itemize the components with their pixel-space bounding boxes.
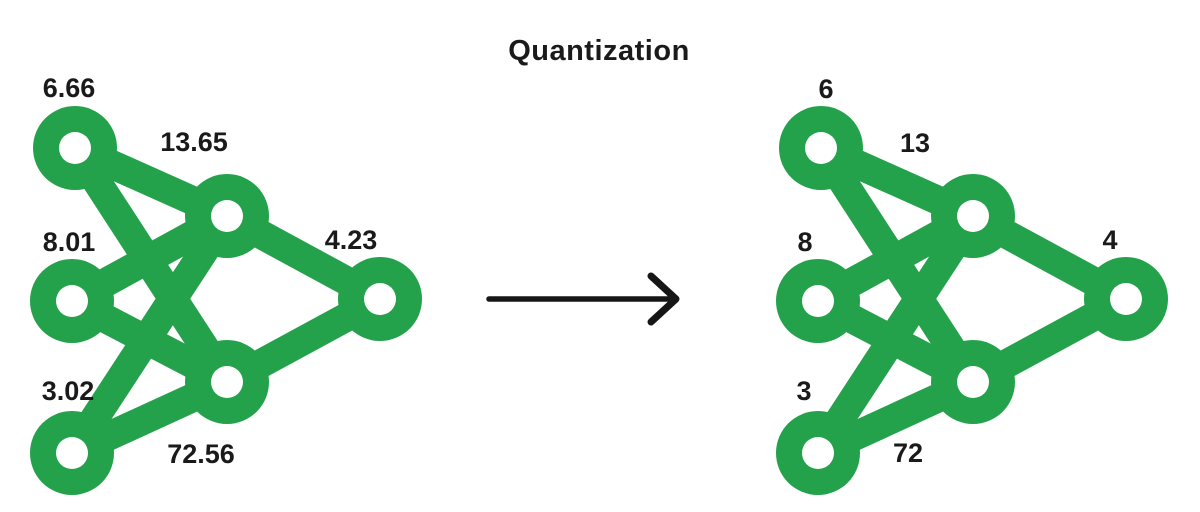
quantized-network-input-2-value-label: 8	[797, 227, 812, 257]
original-network-output-1-node-hole	[364, 283, 396, 315]
quantized-network-hidden-1-value-label: 13	[900, 128, 930, 158]
original-network-output-1-value-label: 4.23	[325, 225, 378, 255]
original-network-hidden-1-value-label: 13.65	[160, 127, 228, 157]
original-network-hidden-2-value-label: 72.56	[167, 439, 235, 469]
quantized-network-output-1-node-hole	[1110, 283, 1142, 315]
arrow-head	[647, 272, 680, 326]
original-network-edge-input-3-hidden-1	[59, 208, 240, 461]
figure-title: Quantization	[508, 35, 690, 67]
original-network-input-1-node-hole	[59, 132, 91, 164]
quantized-network-input-3-value-label: 3	[796, 376, 811, 406]
quantization-arrow-icon	[486, 272, 680, 326]
quantized-network-input-2-node-hole	[802, 285, 834, 317]
quantized-network-hidden-2-value-label: 72	[893, 438, 923, 468]
original-network-input-2-value-label: 8.01	[43, 227, 96, 257]
quantized-network-input-3-node-hole	[802, 437, 834, 469]
quantized-network-hidden-1-node-hole	[957, 200, 989, 232]
quantized-network-hidden-2-node-hole	[957, 366, 989, 398]
original-network-input-2-node-hole	[56, 285, 88, 317]
original-network: 6.66 8.01 3.02 13.65 72.56 4.23	[30, 73, 422, 495]
quantized-network-input-1-value-label: 6	[818, 74, 833, 104]
original-network-hidden-1-node-hole	[211, 200, 243, 232]
original-network-input-3-value-label: 3.02	[42, 376, 95, 406]
quantized-network-output-1-value-label: 4	[1102, 225, 1117, 255]
networks-layer: 6.66 8.01 3.02 13.65 72.56 4.23 6 8 3 13 72 4	[30, 73, 1168, 495]
quantized-network-edge-input-3-hidden-1	[805, 208, 986, 461]
original-network-input-3-node-hole	[56, 437, 88, 469]
original-network-input-1-value-label: 6.66	[43, 73, 96, 103]
quantized-network-input-1-node-hole	[805, 132, 837, 164]
quantized-network: 6 8 3 13 72 4	[776, 74, 1168, 495]
original-network-hidden-2-node-hole	[211, 366, 243, 398]
